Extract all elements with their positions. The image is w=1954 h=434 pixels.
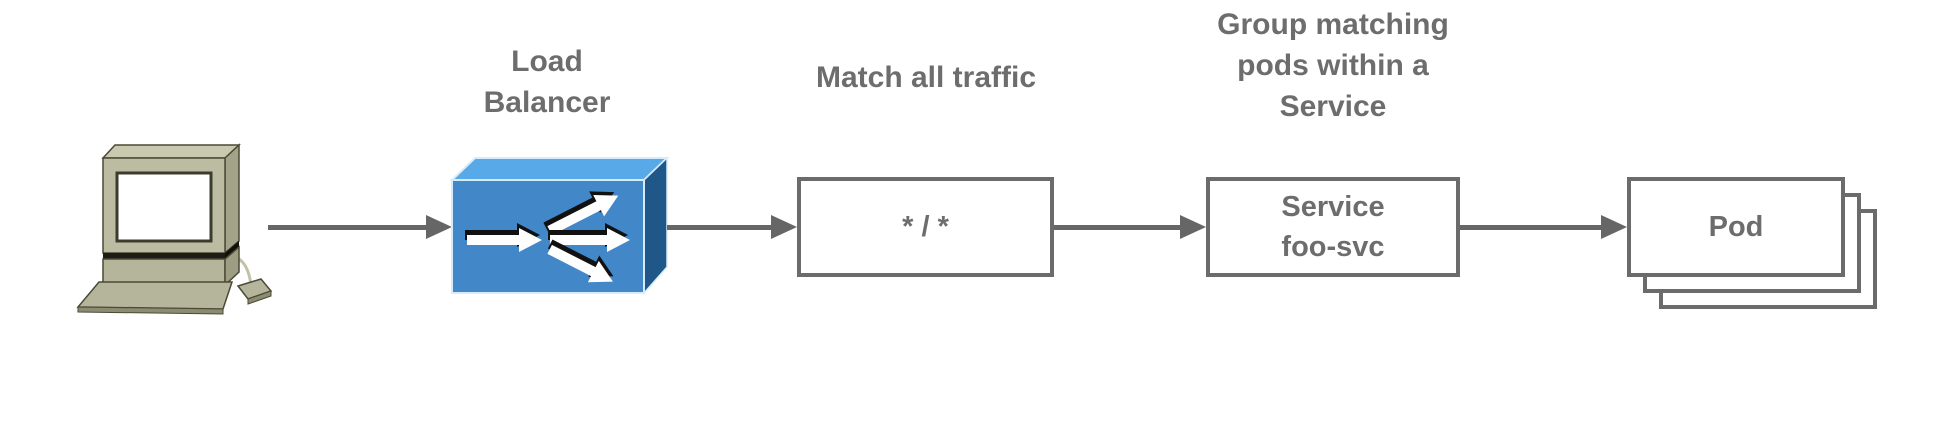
lb-arrow-out-down [547,239,614,283]
match-all-traffic-label: Match all traffic [815,61,1037,94]
load-balancer-icon [449,156,670,295]
lb-arrow-out-up [543,191,619,236]
desktop-computer-icon [76,143,273,315]
pod-box: Pod [1627,177,1845,277]
url-rule-value: * / * [902,211,949,243]
url-rule-box: * / * [797,177,1054,277]
monitor-screen [115,171,213,243]
flow-arrow-rule-to-service [1054,215,1206,239]
flow-arrow-service-to-pod [1460,215,1627,239]
pod-box-value: Pod [1708,211,1764,243]
lb-arrow-in [465,223,542,252]
flow-arrow-lb-to-rule [667,215,797,239]
keyboard [76,281,234,310]
flow-arrow-client-to-lb [268,215,452,239]
load-balancer-label: Load Balancer [483,45,611,119]
group-matching-pods-label: Group matching pods within a Service [1217,8,1449,123]
service-box: Service foo-svc [1206,177,1460,277]
lb-arrow-out-mid [548,223,630,252]
service-box-value: Service foo-svc [1281,191,1385,263]
